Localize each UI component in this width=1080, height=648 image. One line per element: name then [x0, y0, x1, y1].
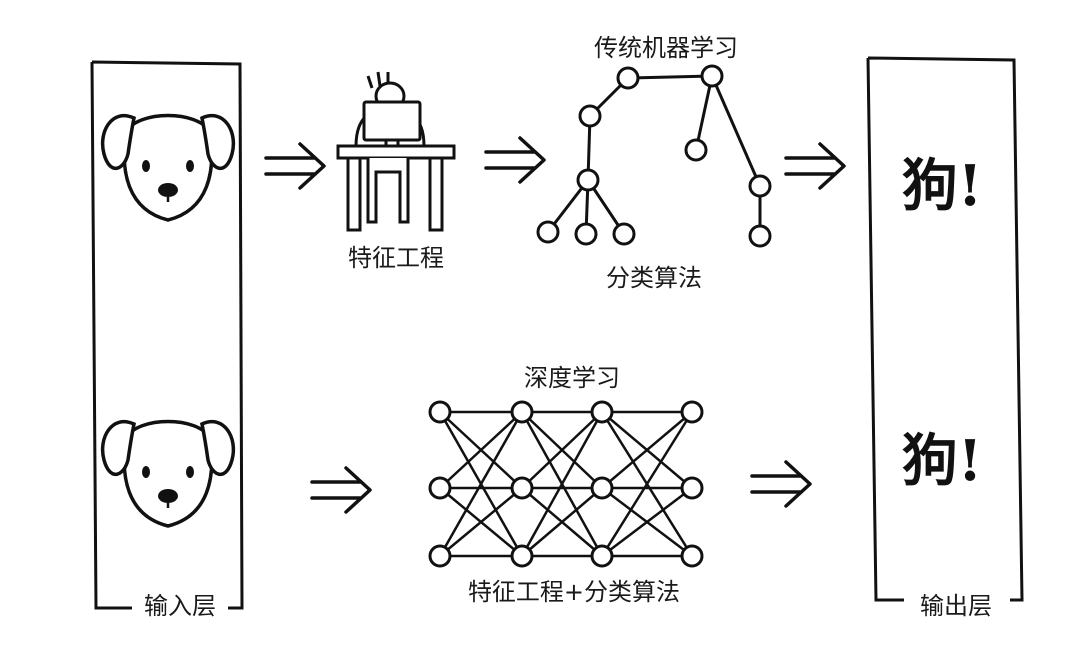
traditional-ml-label: 传统机器学习 — [594, 34, 738, 62]
dog-icon — [100, 113, 236, 222]
nn-node — [590, 544, 614, 568]
nn-node — [680, 400, 704, 424]
tree-node — [574, 222, 598, 246]
arrow-icon — [784, 142, 846, 190]
nn-connection — [601, 487, 693, 557]
tree-node — [748, 174, 772, 198]
nn-connection — [520, 411, 604, 557]
engineer-at-desk-icon — [336, 71, 456, 232]
nn-node — [680, 544, 704, 568]
nn-node — [510, 476, 534, 500]
fe-plus-classification-label: 特征工程+分类算法 — [468, 578, 680, 606]
nn-connection — [438, 411, 524, 557]
nn-connection — [600, 411, 694, 557]
nn-node — [510, 400, 534, 424]
output-layer-box — [866, 56, 1024, 602]
feature-engineering-label: 特征工程 — [348, 244, 444, 272]
nn-node — [590, 400, 614, 424]
input-layer-box — [90, 60, 244, 610]
arrow-icon — [310, 466, 372, 514]
classification-algorithm-label: 分类算法 — [606, 264, 702, 292]
nn-node — [510, 544, 534, 568]
nn-connection — [601, 411, 693, 489]
decision-tree-icon — [536, 64, 772, 248]
nn-node — [428, 476, 452, 500]
output-layer-label: 输出层 — [920, 592, 992, 620]
input-layer-label: 输入层 — [144, 592, 216, 620]
nn-node — [590, 476, 614, 500]
tree-node — [700, 64, 724, 88]
tree-node — [748, 224, 772, 248]
tree-node — [684, 138, 708, 162]
nn-connection — [521, 487, 603, 557]
nn-connection — [439, 411, 523, 489]
dog-icon — [100, 419, 236, 528]
nn-node — [428, 400, 452, 424]
nn-connection — [521, 411, 603, 489]
tree-node — [578, 104, 602, 128]
neural-network-icon — [428, 400, 704, 568]
output-result-top: 狗! — [902, 153, 983, 219]
nn-node — [428, 544, 452, 568]
arrow-icon — [264, 142, 326, 190]
tree-node — [616, 66, 640, 90]
deep-learning-label: 深度学习 — [524, 364, 620, 392]
arrow-icon — [484, 136, 546, 184]
tree-node — [536, 220, 560, 244]
output-result-bottom: 狗! — [902, 428, 983, 494]
arrow-icon — [750, 460, 812, 508]
nn-node — [680, 476, 704, 500]
tree-node — [612, 222, 636, 246]
tree-node — [576, 168, 600, 192]
nn-connection — [439, 487, 523, 557]
